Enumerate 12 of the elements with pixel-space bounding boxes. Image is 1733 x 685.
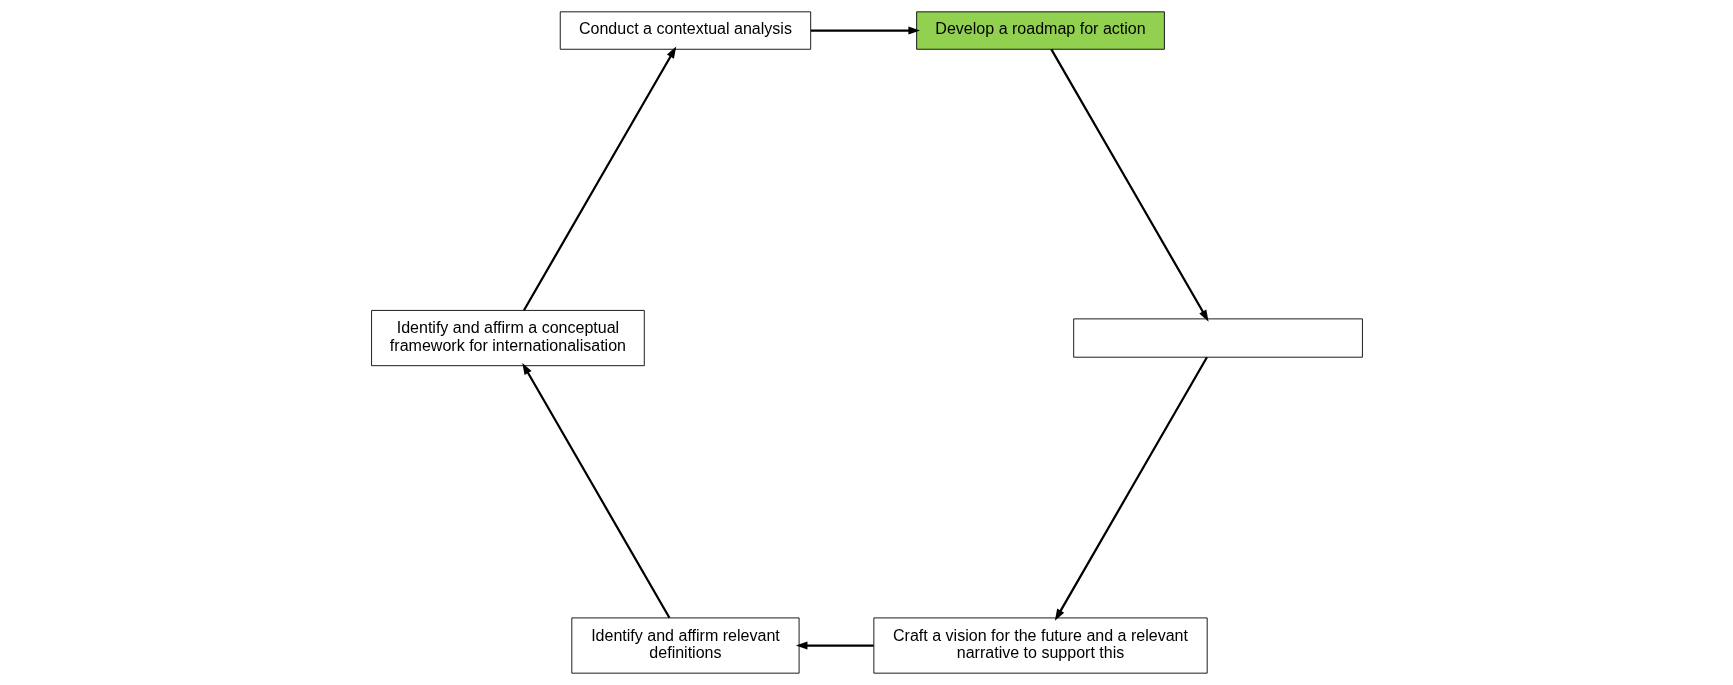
node-box: Identify and affirm a conceptual framework for internationalisation (370, 309, 645, 367)
arrow (1054, 356, 1208, 621)
arrow (521, 362, 670, 619)
arrow (1049, 48, 1209, 322)
node-box: Conduct a contextual analysis (559, 11, 811, 50)
arrow (522, 46, 676, 311)
node-box (1072, 318, 1363, 358)
arrow (795, 641, 874, 650)
node-box: Craft a vision for the future and a relevant narrative to support this (872, 617, 1208, 674)
node-box: Develop a roadmap for action (915, 11, 1165, 50)
arrow (810, 26, 920, 35)
node-box: Identify and affirm relevant definitions (570, 617, 800, 674)
